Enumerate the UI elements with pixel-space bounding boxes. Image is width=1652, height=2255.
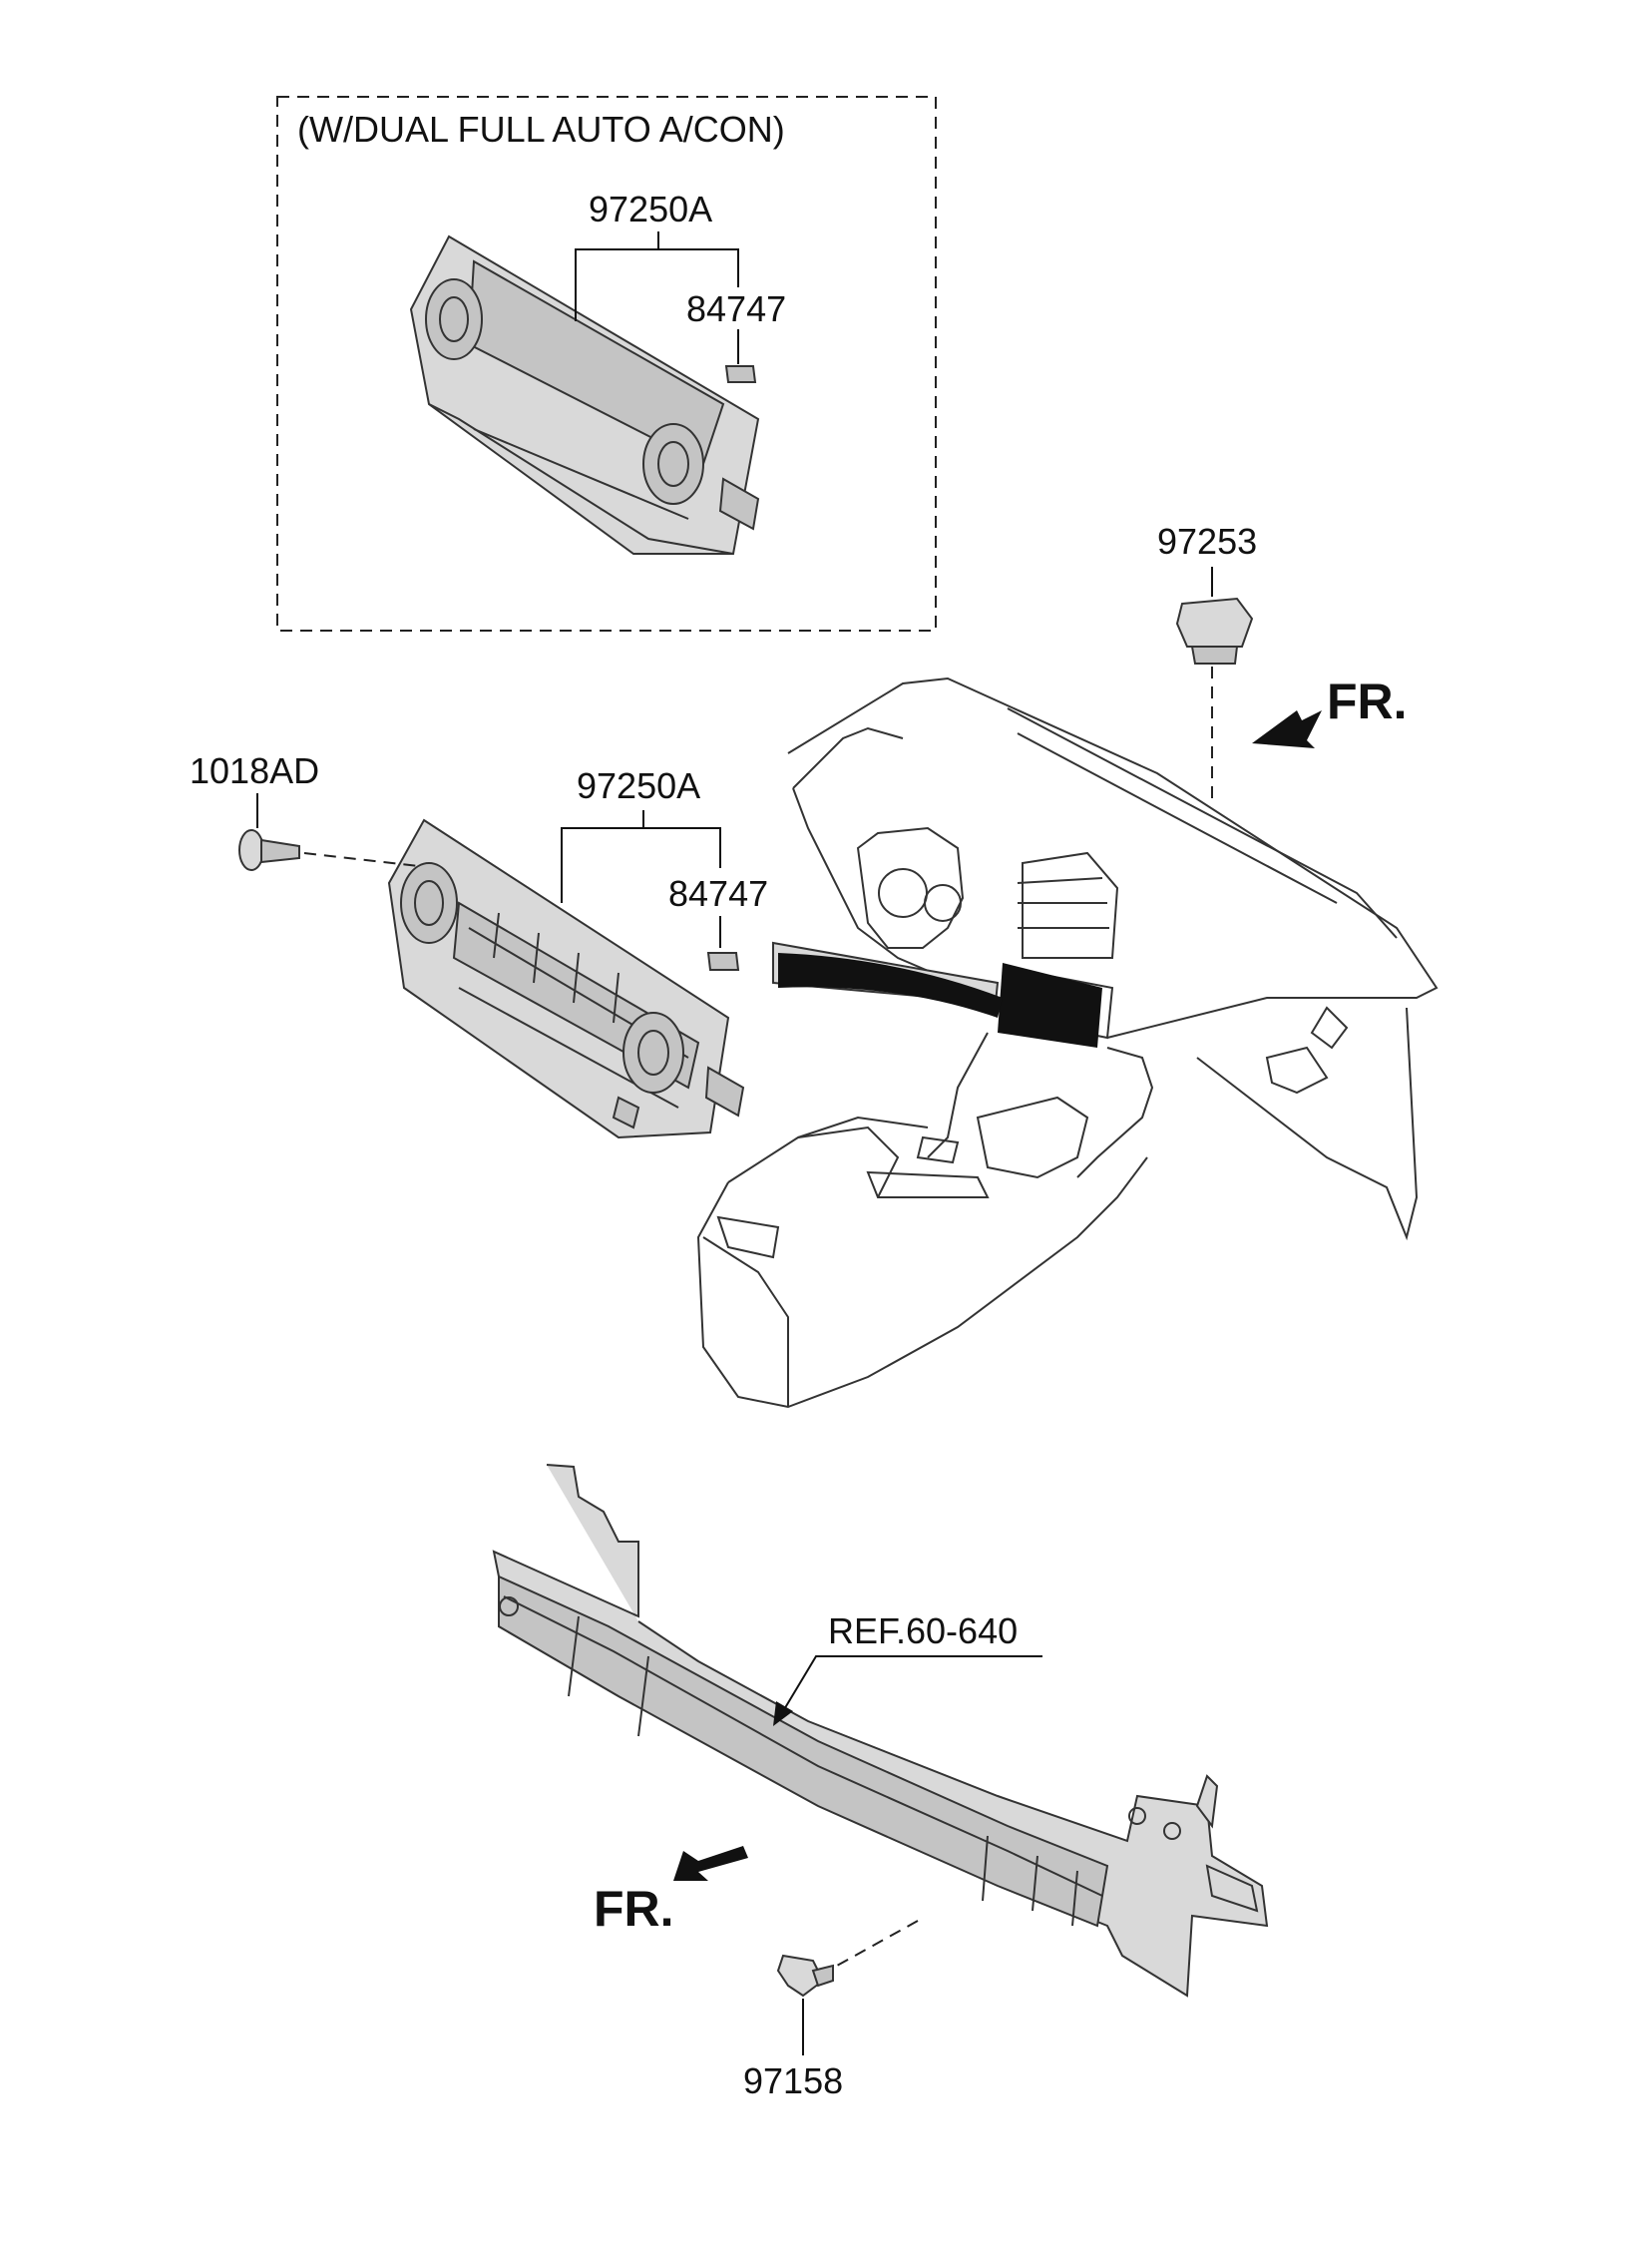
front-direction-lower: FR. — [594, 1846, 748, 1937]
screw: 1018AD — [190, 750, 420, 871]
label-97250A-upper: 97250A — [589, 189, 712, 229]
label-97158: 97158 — [743, 2060, 843, 2101]
install-location-arrow — [778, 953, 1003, 1018]
humidity-sensor-upper: 84747 — [686, 288, 786, 383]
label-84747-lower: 84747 — [668, 873, 768, 914]
front-bumper-beam — [492, 1464, 1269, 1998]
heater-control-panel-upper — [409, 234, 760, 555]
label-84747-upper: 84747 — [686, 288, 786, 329]
variant-caption: (W/DUAL FULL AUTO A/CON) — [297, 109, 785, 150]
callout-97250A-lower: 97250A — [561, 765, 721, 903]
label-97253: 97253 — [1157, 521, 1257, 562]
ambient-temperature-sensor: 97158 — [743, 1920, 919, 2101]
sun-sensor: 97253 — [1157, 521, 1257, 806]
heater-control-panel-lower — [387, 818, 745, 1139]
humidity-sensor-lower: 84747 — [668, 873, 768, 971]
callout-ref: REF.60-640 — [773, 1610, 1042, 1726]
callout-97250A-upper: 97250A — [575, 189, 739, 321]
label-97250A-lower: 97250A — [577, 765, 700, 806]
fr-label-lower: FR. — [594, 1881, 674, 1937]
label-reference: REF.60-640 — [828, 1610, 1018, 1651]
instrument-panel — [696, 676, 1439, 1409]
variant-box — [276, 96, 937, 632]
fr-label-upper: FR. — [1327, 674, 1408, 729]
front-direction-upper: FR. — [1252, 674, 1408, 748]
label-1018AD: 1018AD — [190, 750, 319, 791]
